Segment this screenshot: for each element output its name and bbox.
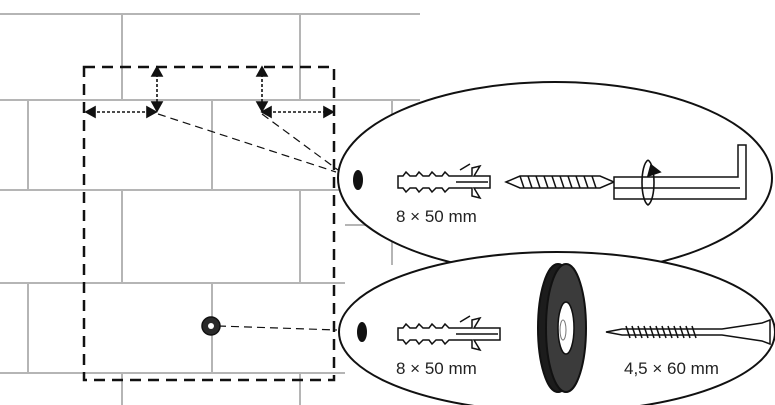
wood-screw-icon <box>605 318 771 346</box>
dimension-arrows <box>84 65 335 119</box>
leader-lines <box>157 113 339 331</box>
rotation-arrow-icon <box>641 159 662 206</box>
wall-plug-icon <box>397 315 501 352</box>
hook-screw-icon <box>504 144 747 200</box>
spacer-washer-icon <box>537 263 587 393</box>
device-outline <box>82 65 336 382</box>
drill-hole-icon <box>357 322 367 342</box>
anchor-size-label: 8 × 50 mm <box>396 207 477 226</box>
drill-hole-icon <box>353 170 363 190</box>
mounting-point-icon <box>201 316 221 336</box>
wall-plug-icon <box>397 163 491 200</box>
screw-size-label: 4,5 × 60 mm <box>624 359 719 378</box>
anchor-size-label: 8 × 50 mm <box>396 359 477 378</box>
